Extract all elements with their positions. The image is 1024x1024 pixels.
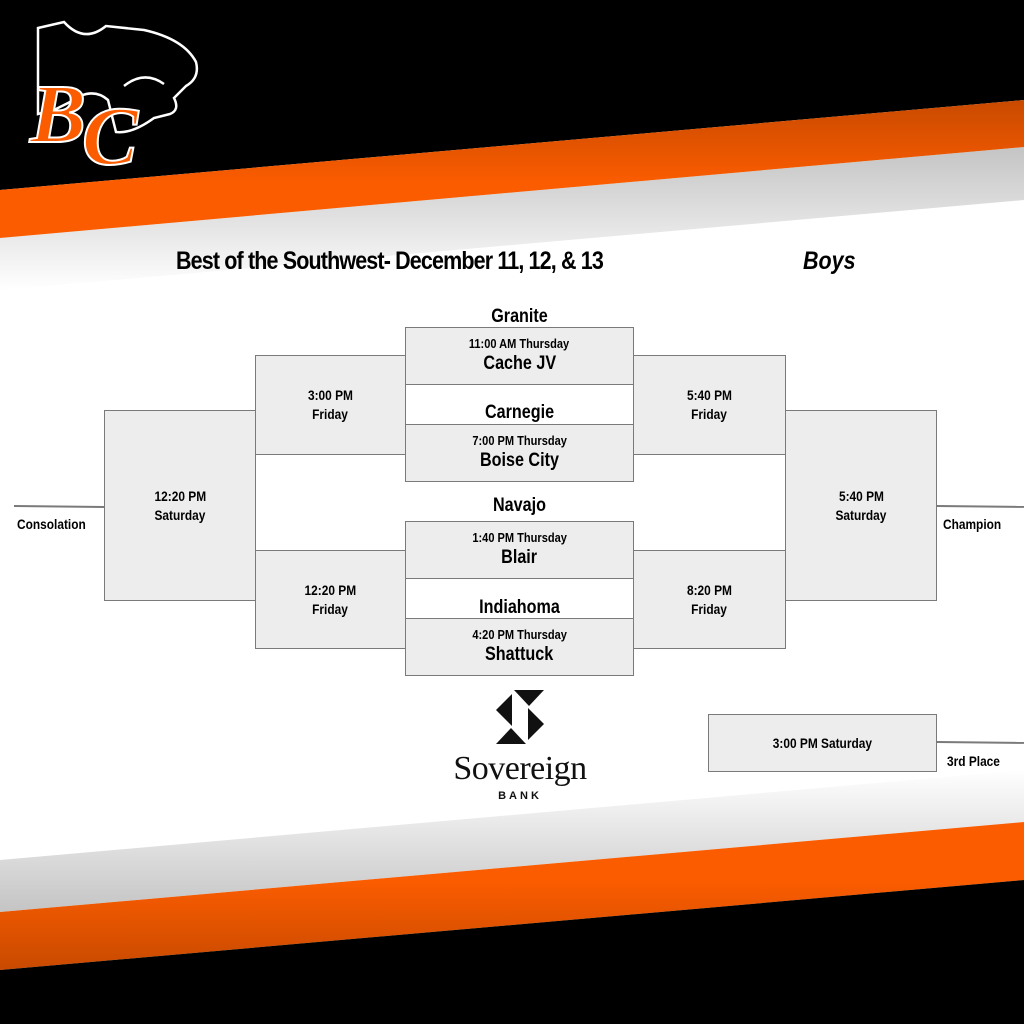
championship-box[interactable]: 5:40 PM Saturday: [785, 410, 937, 601]
third-place-box[interactable]: 3:00 PM Saturday: [708, 714, 937, 772]
game-4-box[interactable]: 4:20 PM Thursday Shattuck: [405, 618, 634, 676]
champion-label: Champion: [943, 516, 1002, 532]
game-2-box[interactable]: 7:00 PM Thursday Boise City: [405, 424, 634, 482]
page-title: Best of the Southwest- December 11, 12, …: [176, 247, 604, 275]
consolation-semi-2-box[interactable]: 12:20 PM Friday: [255, 550, 406, 649]
consolation-final-day: Saturday: [154, 506, 206, 523]
team-indiahoma: Indiahoma: [479, 597, 560, 618]
svg-text:C: C: [82, 90, 139, 174]
sponsor-logo: Sovereign BANK: [440, 688, 600, 802]
championship-time: 5:40 PM: [838, 487, 884, 504]
consolation-semi-2-time: 12:20 PM: [304, 581, 357, 598]
game-1-box[interactable]: 11:00 AM Thursday Cache JV: [405, 327, 634, 385]
game-3-box[interactable]: 1:40 PM Thursday Blair: [405, 521, 634, 579]
winner-semi-2-day: Friday: [691, 600, 728, 617]
game-3-time: 1:40 PM Thursday: [472, 530, 567, 545]
winner-semi-1-time: 5:40 PM: [687, 387, 732, 403]
consolation-semi-1-day: Friday: [312, 406, 349, 422]
winner-semi-1-box[interactable]: 5:40 PM Friday: [633, 355, 786, 455]
game-1-time: 11:00 AM Thursday: [469, 336, 570, 351]
svg-text:B: B: [29, 68, 86, 161]
championship-day: Saturday: [835, 506, 887, 523]
team-carnegie: Carnegie: [484, 402, 555, 423]
third-place-time: 3:00 PM Saturday: [772, 734, 873, 751]
team-shattuck: Shattuck: [485, 644, 554, 665]
team-blair: Blair: [501, 547, 538, 568]
consolation-label: Consolation: [17, 516, 86, 532]
consolation-semi-1-box[interactable]: 3:00 PM Friday: [255, 355, 406, 455]
consolation-final-box[interactable]: 12:20 PM Saturday: [104, 410, 256, 601]
sponsor-name: Sovereign: [453, 750, 587, 787]
consolation-semi-1-time: 3:00 PM: [308, 387, 353, 403]
consolation-final-time: 12:20 PM: [154, 487, 206, 504]
consolation-semi-2-day: Friday: [312, 600, 349, 617]
winner-semi-1-day: Friday: [691, 406, 728, 422]
game-2-time: 7:00 PM Thursday: [472, 433, 567, 448]
team-cache-jv: Cache JV: [483, 353, 556, 374]
team-navajo: Navajo: [493, 495, 546, 516]
panther-head-logo-icon: B C: [28, 20, 199, 174]
winner-semi-2-time: 8:20 PM: [687, 581, 732, 598]
division-label: Boys: [803, 247, 856, 275]
third-place-label: 3rd Place: [947, 753, 1000, 769]
team-granite: Granite: [491, 306, 548, 327]
team-boise-city: Boise City: [480, 450, 559, 471]
sovereign-s-logo-icon: [496, 690, 544, 744]
game-4-time: 4:20 PM Thursday: [472, 627, 567, 642]
sponsor-sub: BANK: [498, 790, 542, 802]
winner-semi-2-box[interactable]: 8:20 PM Friday: [633, 550, 786, 649]
